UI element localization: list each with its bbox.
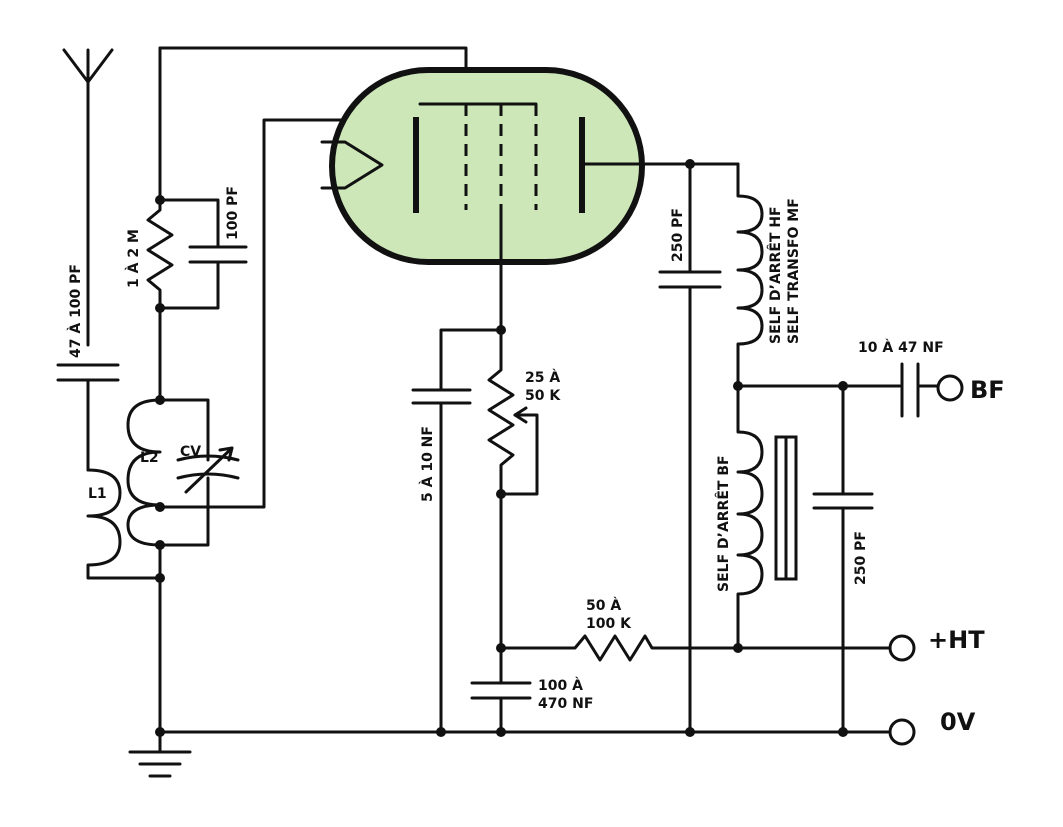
label-c-plate: 250 PF: [670, 208, 686, 262]
label-c-out: 250 PF: [853, 531, 869, 585]
decoupling-capacitor: [470, 646, 532, 734]
ground-icon: [128, 730, 192, 778]
label-terminal-0v: 0V: [940, 708, 976, 736]
label-l1: L1: [88, 486, 107, 502]
label-c-coupling: 10 À 47 NF: [858, 339, 944, 356]
label-c-grid: 100 PF: [225, 186, 241, 240]
potentiometer: [487, 328, 539, 650]
terminal-0v: [888, 718, 916, 746]
junction-dots: [155, 159, 848, 737]
grid-capacitor: [158, 198, 248, 310]
label-c-screen: 5 À 10 NF: [419, 426, 436, 502]
self-bf-inductor: [736, 384, 798, 650]
antenna-icon: [62, 48, 114, 347]
label-terminal-ht: +HT: [928, 626, 985, 654]
label-self-hf-1: SELF D’ARRÊT HF: [767, 206, 784, 344]
ht-resistor: [499, 634, 892, 662]
inductor-l1: [86, 468, 162, 580]
output-capacitor: [736, 384, 902, 734]
coupling-capacitor: [900, 362, 940, 418]
inductor-l2: [126, 306, 162, 734]
label-self-hf-2: SELF TRANSFO MF: [786, 198, 802, 344]
label-self-bf: SELF D’ARRÊT BF: [715, 455, 732, 592]
label-cv: CV: [180, 444, 201, 460]
label-r-ht-2: 100 K: [586, 616, 632, 632]
capacitor-antenna: [56, 363, 120, 472]
terminal-ht: [888, 634, 916, 662]
label-pot-2: 50 K: [525, 388, 561, 404]
label-c-decoupling-2: 470 NF: [538, 696, 593, 712]
variable-capacitor-cv: [158, 398, 240, 547]
label-terminal-bf: BF: [970, 376, 1005, 404]
label-r-ht-1: 50 À: [586, 597, 621, 614]
label-c-decoupling-1: 100 À: [538, 677, 583, 694]
label-r-grid: 1 À 2 M: [125, 229, 142, 288]
terminal-bf: [936, 374, 964, 402]
vacuum-tube-icon: [320, 67, 740, 332]
self-hf-inductor: [736, 162, 764, 388]
label-pot-1: 25 À: [525, 369, 560, 386]
screen-capacitor: [411, 328, 503, 734]
label-c-antenna: 47 À 100 PF: [67, 264, 84, 358]
label-l2: L2: [140, 450, 159, 466]
plate-capacitor: [658, 162, 722, 734]
